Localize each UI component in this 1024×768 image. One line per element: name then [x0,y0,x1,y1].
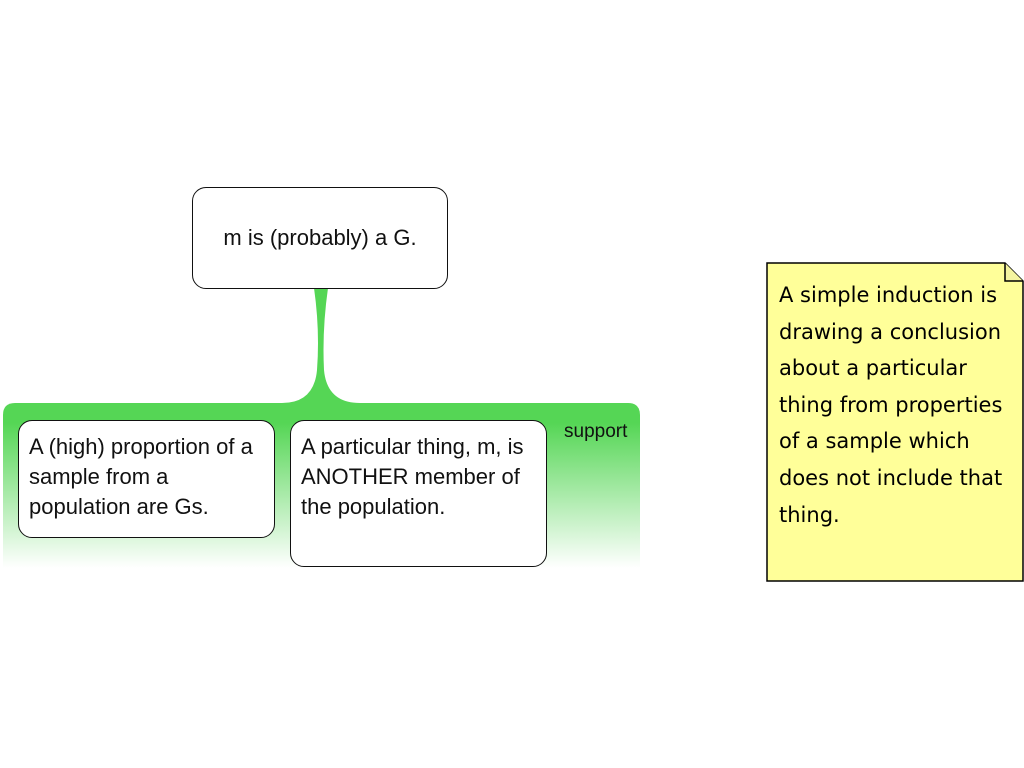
conclusion-box[interactable]: m is (probably) a G. [192,187,448,289]
note-shape [766,262,1024,582]
premise-text: A particular thing, m, is ANOTHER member… [301,434,533,519]
conclusion-text: m is (probably) a G. [223,225,417,250]
support-connector [282,288,360,403]
note-folded-corner-icon [1004,263,1023,282]
note-text: A simple induction is drawing a conclusi… [779,283,1003,527]
premise-box[interactable]: A particular thing, m, is ANOTHER member… [290,420,547,567]
premise-box[interactable]: A (high) proportion of a sample from a p… [18,420,275,538]
premise-text: A (high) proportion of a sample from a p… [29,434,253,519]
support-label: support [564,421,628,442]
